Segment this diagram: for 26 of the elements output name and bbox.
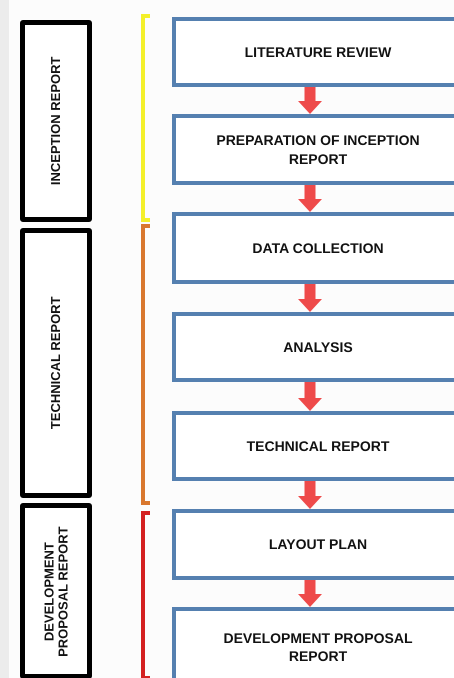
step-label: ANALYSIS: [283, 338, 353, 356]
phase-label: DEVELOPMENT PROPOSAL REPORT: [42, 524, 70, 658]
arrow: [298, 580, 322, 607]
arrow: [298, 185, 322, 212]
phase-label: INCEPTION REPORT: [49, 56, 63, 188]
step-label: DEVELOPMENT PROPOSAL REPORT: [222, 628, 414, 666]
process-box: [172, 411, 454, 481]
step-label: PREPARATION OF INCEPTION REPORT: [215, 131, 421, 168]
arrow: [298, 284, 322, 312]
step-label: LAYOUT PLAN: [268, 535, 368, 554]
arrow: [298, 481, 322, 509]
process-box: [172, 509, 454, 580]
arrow: [298, 87, 322, 114]
process-box: [172, 17, 454, 87]
phase-box: [20, 228, 92, 498]
process-box: [172, 312, 454, 382]
phase-box: [20, 20, 92, 222]
step-label: DATA COLLECTION: [252, 238, 384, 258]
step-label: LITERATURE REVIEW: [244, 42, 392, 62]
step-label: TECHNICAL REPORT: [246, 436, 390, 456]
process-box: [172, 607, 454, 678]
arrow: [298, 382, 322, 411]
phase-box: [20, 503, 92, 678]
process-box: [172, 212, 454, 284]
process-box: [172, 114, 454, 185]
phase-label: TECHNICAL REPORT: [49, 296, 63, 432]
